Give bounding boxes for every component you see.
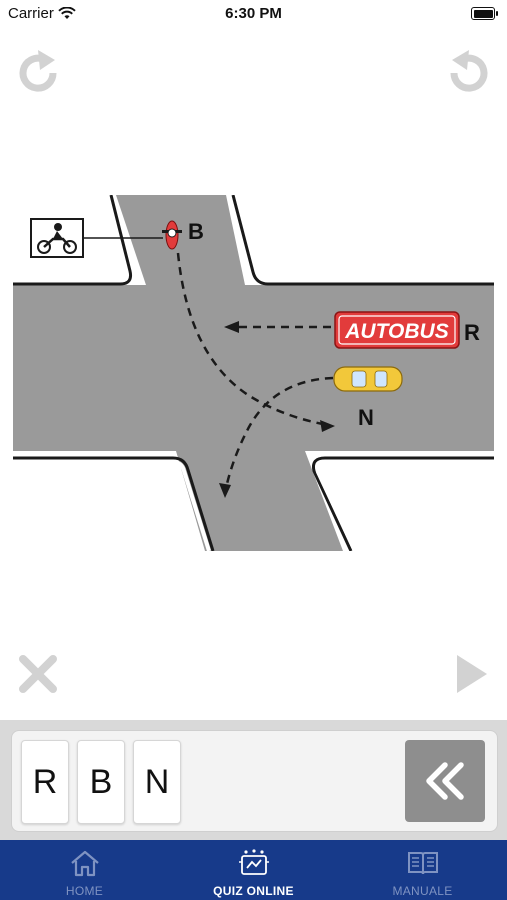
car-marker: N (358, 405, 374, 430)
redo-button[interactable] (11, 46, 65, 100)
play-icon (457, 655, 487, 693)
motorcycle-sign-icon (30, 218, 163, 258)
tab-home[interactable]: HOME (0, 840, 169, 900)
wifi-icon (58, 7, 76, 19)
home-icon (70, 850, 99, 877)
intersection-diagram: B AUTOBUS R N (13, 195, 494, 551)
trajectory-arrowheads (219, 321, 335, 498)
next-button[interactable] (442, 647, 496, 701)
tab-manuale-label: MANUALE (392, 884, 453, 898)
battery-icon (471, 7, 498, 20)
road-surface (13, 195, 494, 551)
road-edges (13, 195, 494, 551)
status-bar: Carrier 6:30 PM (0, 0, 507, 26)
close-icon (19, 655, 57, 693)
bus-vehicle (334, 311, 460, 349)
car-vehicle (333, 366, 403, 392)
bus-label: AUTOBUS (344, 320, 448, 343)
carrier-info: Carrier (8, 5, 76, 22)
tab-quiz-online-label: QUIZ ONLINE (213, 884, 294, 898)
tab-bar: HOME QUIZ ONLINE MANUALE (0, 840, 507, 900)
backspace-button[interactable] (405, 740, 485, 822)
quiz-icon (238, 849, 269, 875)
answer-area: R B N (0, 720, 507, 840)
motorcycle-marker: B (188, 219, 204, 244)
undo-button[interactable] (442, 46, 496, 100)
clear-button[interactable] (11, 647, 65, 701)
tab-quiz-online[interactable]: QUIZ ONLINE (169, 840, 338, 900)
undo-icon (450, 50, 488, 92)
answer-letter-r[interactable]: R (21, 740, 69, 824)
backspace-icon (426, 762, 464, 800)
bus-marker: R (464, 320, 480, 345)
tab-home-label: HOME (65, 884, 104, 898)
redo-icon (19, 50, 57, 92)
road-edge-highlights (13, 195, 494, 551)
motorcycle-vehicle (162, 220, 182, 250)
answer-letter-n[interactable]: N (133, 740, 181, 824)
answer-box: R B N (11, 730, 498, 832)
carrier-name: Carrier (8, 5, 54, 22)
trajectory-lines (176, 252, 334, 489)
book-icon (407, 852, 438, 875)
tab-manuale[interactable]: MANUALE (338, 840, 507, 900)
answer-letter-b[interactable]: B (77, 740, 125, 824)
clock: 6:30 PM (225, 5, 282, 22)
